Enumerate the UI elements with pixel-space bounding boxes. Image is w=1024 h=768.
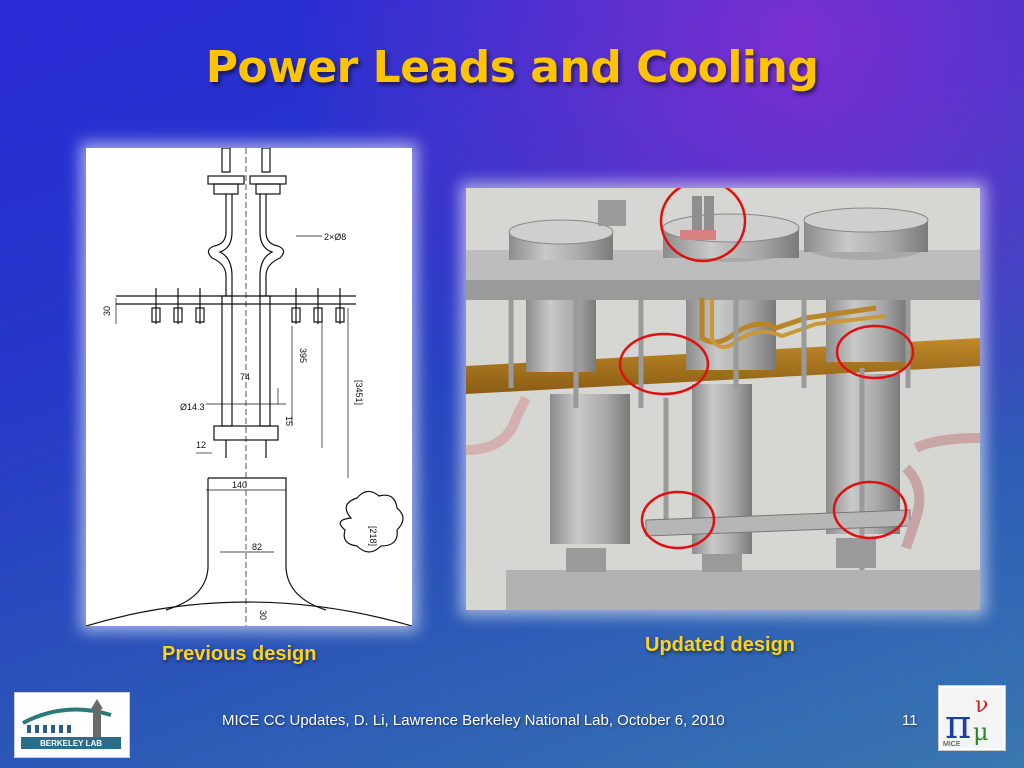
footer-text: MICE CC Updates, D. Li, Lawrence Berkele… bbox=[222, 712, 725, 729]
render-svg bbox=[466, 188, 980, 610]
dim-label-74: 74 bbox=[240, 372, 250, 382]
updated-design-caption: Updated design bbox=[645, 634, 796, 656]
previous-design-caption: Previous design bbox=[162, 643, 317, 665]
dim-label-2x8: 2×Ø8 bbox=[324, 232, 346, 242]
berkeley-lab-logo-text: BERKELEY LAB bbox=[40, 739, 102, 748]
dim-label-15: 15 bbox=[284, 416, 294, 426]
page-number: 11 bbox=[902, 712, 918, 729]
mice-logo-text: MICE bbox=[943, 741, 961, 748]
berkeley-lab-logo: BERKELEY LAB bbox=[14, 692, 130, 758]
dim-label-140: 140 bbox=[232, 480, 247, 490]
mice-logo: π ν μ MICE bbox=[938, 685, 1006, 751]
drawing-svg: 2×Ø8 74 Ø14.3 395 [3451] 15 12 140 82 [2… bbox=[86, 148, 412, 626]
dim-label-82: 82 bbox=[252, 542, 262, 552]
updated-design-render bbox=[466, 188, 980, 610]
dim-label-30-bottom: 30 bbox=[258, 610, 268, 620]
previous-design-drawing: 2×Ø8 74 Ø14.3 395 [3451] 15 12 140 82 [2… bbox=[86, 148, 412, 626]
slide-title: Power Leads and Cooling bbox=[205, 42, 819, 93]
svg-text:π: π bbox=[945, 702, 971, 748]
svg-text:ν: ν bbox=[975, 693, 988, 718]
dim-label-30-top: 30 bbox=[102, 306, 112, 316]
dim-label-143: Ø14.3 bbox=[180, 402, 205, 412]
dim-label-12: 12 bbox=[196, 440, 206, 450]
dim-label-395: 395 bbox=[298, 348, 308, 363]
svg-text:μ: μ bbox=[973, 718, 989, 746]
mice-logo-icon: π ν μ MICE bbox=[941, 688, 1003, 748]
berkeley-lab-logo-icon: BERKELEY LAB bbox=[21, 699, 121, 749]
dim-label-218: [218] bbox=[368, 526, 378, 546]
dim-label-3451: [3451] bbox=[354, 380, 364, 405]
